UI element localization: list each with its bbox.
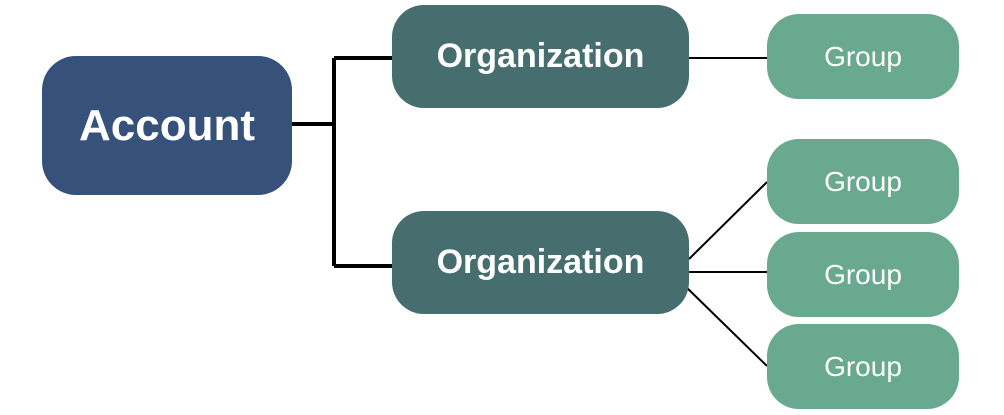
group-node-1: Group xyxy=(767,14,959,99)
organization-node-1: Organization xyxy=(392,5,689,108)
account-node: Account xyxy=(42,56,292,195)
organization-node-2: Organization xyxy=(392,211,689,314)
group-node-3: Group xyxy=(767,232,959,317)
group-node-4: Group xyxy=(767,324,959,409)
account-organization-connector xyxy=(292,56,392,268)
organization-2-group-1-connector xyxy=(688,181,768,260)
organization-2-group-3-connector xyxy=(682,283,768,367)
group-node-2: Group xyxy=(767,139,959,224)
